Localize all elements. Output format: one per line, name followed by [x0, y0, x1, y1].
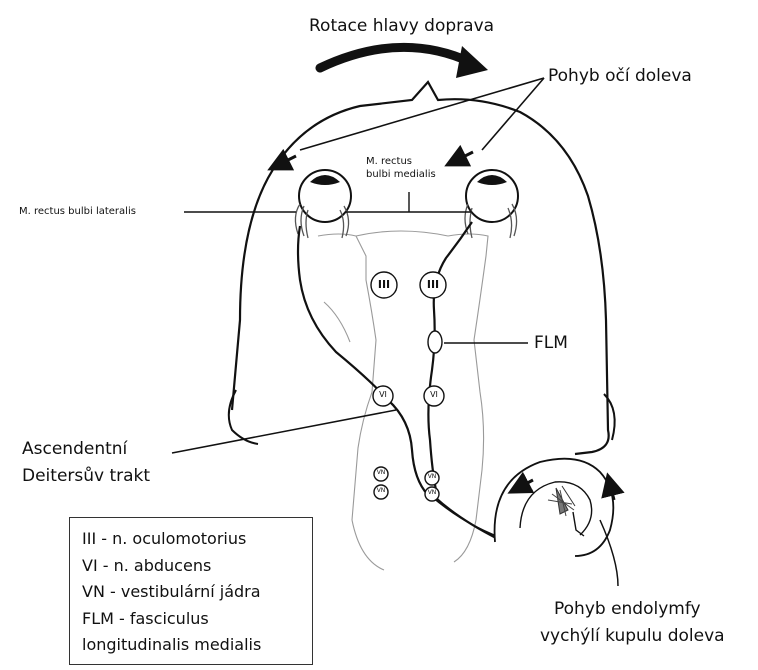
legend-item: FLM - fasciculus	[82, 606, 312, 633]
nucleus-vn-label-d: VN	[426, 489, 438, 496]
inner-ear	[495, 459, 614, 556]
legend-box: III - n. oculomotorius VI - n. abducens …	[69, 517, 313, 665]
endolymph-label-2: vychýlí kupulu doleva	[540, 623, 725, 650]
rotation-title: Rotace hlavy doprava	[309, 13, 494, 40]
left-ear	[229, 390, 258, 444]
head-outline	[232, 82, 609, 454]
flm-label: FLM	[534, 330, 568, 357]
pathway-right	[428, 222, 472, 490]
nucleus-vn-label-a: VN	[375, 469, 387, 476]
flm-marker	[428, 331, 442, 353]
legend-item: VI - n. abducens	[82, 553, 312, 580]
legend-item: III - n. oculomotorius	[82, 526, 312, 553]
rectus-medialis-label-1: M. rectus	[366, 156, 412, 168]
nucleus-vn-label-b: VN	[375, 487, 387, 494]
nucleus-iii-left-label: III	[374, 278, 394, 291]
right-eye	[465, 170, 518, 238]
nucleus-iii-right-label: III	[423, 278, 443, 291]
left-eye	[295, 170, 351, 238]
brainstem-outline	[318, 231, 488, 520]
nucleus-vi-left-label: VI	[375, 390, 391, 399]
medulla-outline	[352, 520, 476, 570]
deiters-label-1: Ascendentní	[22, 436, 127, 463]
rectus-medialis-pointer	[346, 192, 472, 212]
pathway-left	[298, 226, 428, 495]
rotation-arrow	[320, 46, 488, 78]
right-eye-arrow	[455, 152, 473, 161]
deiters-pointer	[172, 410, 396, 453]
eye-movement-label: Pohyb očí doleva	[548, 63, 692, 90]
nucleus-vn-label-c: VN	[426, 473, 438, 480]
nucleus-vi-right-label: VI	[426, 390, 442, 399]
deiters-label-2: Deitersův trakt	[22, 463, 150, 490]
rectus-lateralis-label: M. rectus bulbi lateralis	[19, 206, 136, 218]
legend-item: longitudinalis medialis	[82, 632, 312, 659]
rectus-medialis-label-2: bulbi medialis	[366, 169, 436, 181]
legend-item: VN - vestibulární jádra	[82, 579, 312, 606]
endolymph-label-1: Pohyb endolymfy	[554, 596, 701, 623]
